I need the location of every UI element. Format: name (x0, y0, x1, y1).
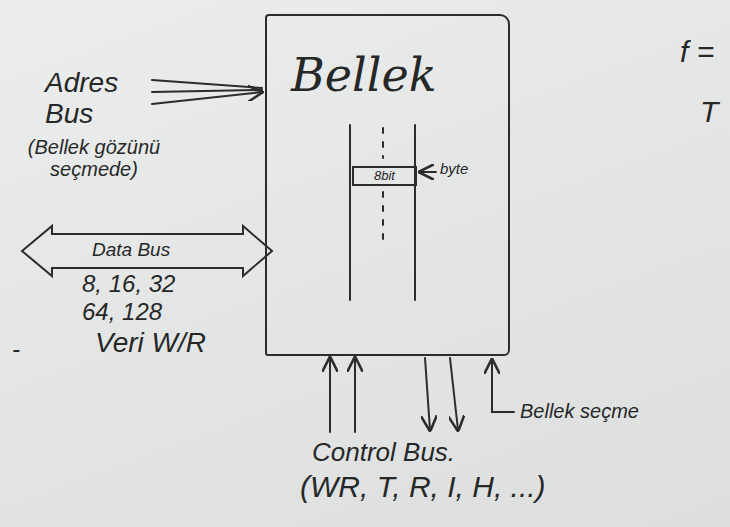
bus-width: 8, 16, 32 64, 128 (82, 270, 194, 325)
dash: - (12, 336, 20, 362)
control-bus-line (354, 358, 356, 432)
signal-name: Bellek seçme (520, 400, 639, 422)
signal-list: (WR, T, R, I, H, ...) (300, 470, 546, 503)
memory-column-line (349, 125, 351, 300)
dashed-line (382, 192, 384, 245)
control-bus-line (425, 358, 430, 430)
note: Veri W/R (95, 328, 206, 359)
bus-label: Adres Bus (45, 68, 150, 130)
memory-box: Bellek 8bit (265, 14, 510, 356)
memory-column-line (414, 125, 416, 300)
address-bus-line (152, 80, 262, 88)
note: (Bellek gözünü seçmede) (10, 136, 178, 180)
memory-select-line (492, 360, 514, 412)
address-bus-line (152, 90, 262, 92)
memory-title: Bellek (291, 50, 508, 101)
control-bus-line (329, 358, 331, 432)
leader-line (420, 171, 436, 173)
cell-text: 8bit (354, 168, 415, 184)
bus-label: Data Bus (92, 240, 170, 261)
control-bus-line (450, 358, 458, 430)
dashed-line (382, 128, 384, 158)
bus-label: Control Bus. (312, 438, 455, 467)
part-name: byte (440, 161, 468, 178)
data-bus-arrow (22, 226, 272, 276)
formula: T (700, 95, 718, 128)
formula: f = (680, 35, 714, 68)
memory-cell: 8bit (352, 166, 417, 186)
address-bus-line (152, 92, 262, 104)
